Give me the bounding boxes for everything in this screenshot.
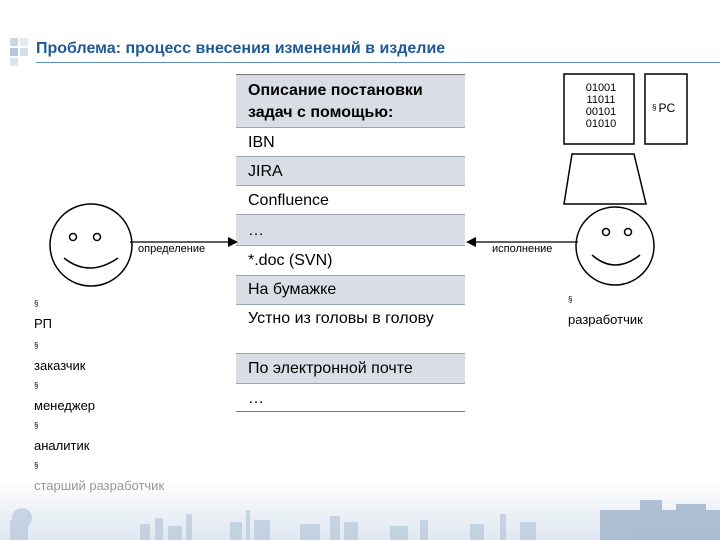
table-row-text: Confluence (248, 192, 329, 209)
table-row: По электронной почте (236, 354, 465, 384)
list-item-text: заказчик (34, 358, 86, 373)
left-roles-list: §РП §заказчик §менеджер §аналитик §старш… (34, 294, 164, 496)
table-row-text: … (248, 390, 264, 407)
table-row: IBN (236, 128, 465, 157)
pc-label: §PC (652, 101, 675, 115)
slide-title: Проблема: процесс внесения изменений в и… (36, 40, 446, 57)
list-item: § разработчик (568, 290, 643, 330)
list-item-text: РП (34, 316, 53, 331)
bullet-icon: § (34, 461, 39, 470)
table-row-text: JIRA (248, 163, 283, 180)
bullet-icon: § (34, 381, 39, 390)
list-item: § менеджер (34, 376, 164, 416)
list-item-text: аналитик (34, 438, 90, 453)
city-skyline-decoration (0, 480, 720, 540)
binary-line: 01010 (585, 118, 617, 130)
list-item-text: разработчик (568, 312, 643, 327)
definition-label: определение (138, 243, 206, 255)
pc-label-text: PC (658, 101, 676, 115)
binary-line: 00101 (585, 106, 617, 118)
binary-line: 11011 (586, 94, 616, 106)
computer-icon (563, 73, 688, 205)
smiley-face-icon (49, 203, 133, 287)
list-item: § заказчик (34, 336, 164, 376)
list-item: § РП (34, 294, 164, 334)
list-item: § аналитик (34, 416, 164, 456)
table-row: На бумажке (236, 276, 465, 305)
table-header-text: Описание постановки задач с помощью: (248, 82, 423, 121)
bullet-icon: § (34, 341, 39, 350)
table-header: Описание постановки задач с помощью: (236, 75, 465, 128)
smiley-face-icon (575, 206, 655, 286)
table-row: Confluence (236, 186, 465, 215)
binary-screen: 01001 11011 00101 01010 (566, 82, 636, 130)
definition-arrow (130, 237, 238, 247)
table-row: … (236, 384, 465, 411)
bullet-icon: § (34, 299, 39, 308)
bullet-icon: § (568, 295, 573, 304)
table-row-text: По электронной почте (248, 360, 413, 377)
execution-arrow (466, 237, 578, 247)
bullet-icon: § (34, 421, 39, 430)
execution-label: исполнение (492, 243, 553, 255)
table-row-text: На бумажке (248, 281, 337, 298)
table-row: Устно из головы в голову (236, 305, 465, 354)
binary-line: 01001 (585, 82, 617, 94)
list-item-text: менеджер (34, 398, 96, 413)
title-underline (36, 62, 720, 63)
table-row: JIRA (236, 157, 465, 186)
table-row: *.doc (SVN) (236, 246, 465, 276)
table-row-text: Устно из головы в голову (248, 310, 434, 327)
header-squares-decoration (10, 38, 28, 66)
table-row-text: IBN (248, 134, 275, 151)
bullet-icon: § (652, 103, 657, 112)
right-roles-list: § разработчик (568, 290, 643, 330)
table-row-text: … (248, 222, 264, 239)
table-row-text: *.doc (SVN) (248, 252, 333, 269)
table-row: … (236, 215, 465, 246)
